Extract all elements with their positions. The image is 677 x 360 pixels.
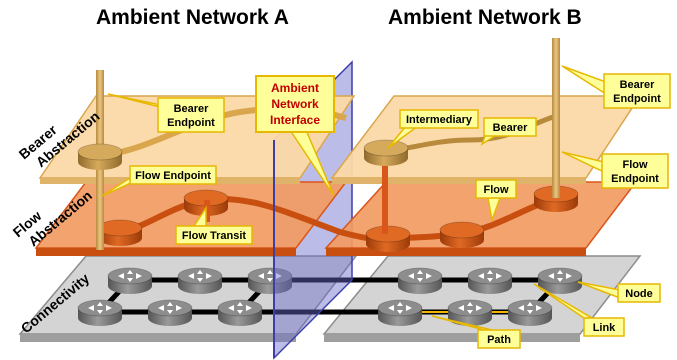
flow-plane-a-edge <box>36 248 296 256</box>
flow-node-icon <box>97 219 143 246</box>
node-icon <box>537 267 583 294</box>
pole-b-flow-connector <box>382 156 388 234</box>
flow-node-icon <box>439 221 485 248</box>
svg-text:Node: Node <box>625 288 653 300</box>
callout-bearer-endpoint-a: Bearer Endpoint <box>107 93 225 133</box>
bearer-node-icon <box>363 139 409 166</box>
svg-text:Bearer: Bearer <box>620 79 656 91</box>
node-icon <box>147 299 193 326</box>
callout-flow-b: Flow <box>475 179 517 223</box>
svg-text:Network: Network <box>271 97 319 111</box>
svg-text:Flow: Flow <box>483 184 508 196</box>
network-a-title: Ambient Network A <box>96 6 289 29</box>
node-icon <box>467 267 513 294</box>
node-icon <box>107 267 153 294</box>
connectivity-plane-b-edge <box>324 334 580 342</box>
svg-text:Interface: Interface <box>270 113 320 127</box>
node-group <box>77 267 583 326</box>
node-icon <box>177 267 223 294</box>
callout-link: Link <box>533 283 625 337</box>
callout-flow-endpoint-a: Flow Endpoint <box>101 165 217 197</box>
svg-text:Bearer: Bearer <box>174 103 210 115</box>
svg-text:Ambient: Ambient <box>271 81 319 95</box>
callout-group: Ambient Network Interface Bearer Endpoin… <box>101 65 671 349</box>
svg-text:Bearer: Bearer <box>493 122 529 134</box>
callout-node: Node <box>577 281 661 303</box>
callout-intermediary: Intermediary <box>387 109 479 149</box>
callout-flow-endpoint-b: Flow Endpoint <box>561 151 669 189</box>
svg-text:Endpoint: Endpoint <box>613 93 661 105</box>
svg-text:Endpoint: Endpoint <box>167 117 215 129</box>
node-icon <box>397 267 443 294</box>
node-icon <box>217 299 263 326</box>
callout-bearer-b: Bearer <box>480 117 537 146</box>
bearer-node-icon <box>77 143 123 170</box>
node-icon <box>247 267 293 294</box>
callout-bearer-endpoint-b: Bearer Endpoint <box>561 65 671 109</box>
callout-ambient-network-interface: Ambient Network Interface <box>255 75 335 197</box>
svg-text:Link: Link <box>593 322 616 334</box>
flow-plane-b-edge <box>326 248 586 256</box>
node-icon <box>507 299 553 326</box>
node-icon <box>447 299 493 326</box>
pole-a-flow-connector <box>204 200 210 222</box>
node-icon <box>77 299 123 326</box>
svg-text:Flow Transit: Flow Transit <box>182 230 247 242</box>
callout-flow-transit: Flow Transit <box>175 205 253 245</box>
bearer-plane-b-edge <box>332 178 586 184</box>
svg-text:Intermediary: Intermediary <box>406 114 473 126</box>
svg-text:Endpoint: Endpoint <box>611 173 659 185</box>
callout-path: Path <box>431 315 521 349</box>
bearer-cylinder-group <box>77 139 409 170</box>
svg-text:Flow: Flow <box>622 159 647 171</box>
flow-node-icon <box>183 189 229 216</box>
svg-text:Path: Path <box>487 334 511 346</box>
connectivity-plane-a-edge <box>20 334 296 342</box>
pole-b <box>552 38 560 198</box>
node-icon <box>377 299 423 326</box>
network-b-title: Ambient Network B <box>388 6 582 29</box>
svg-text:Flow Endpoint: Flow Endpoint <box>135 170 211 182</box>
